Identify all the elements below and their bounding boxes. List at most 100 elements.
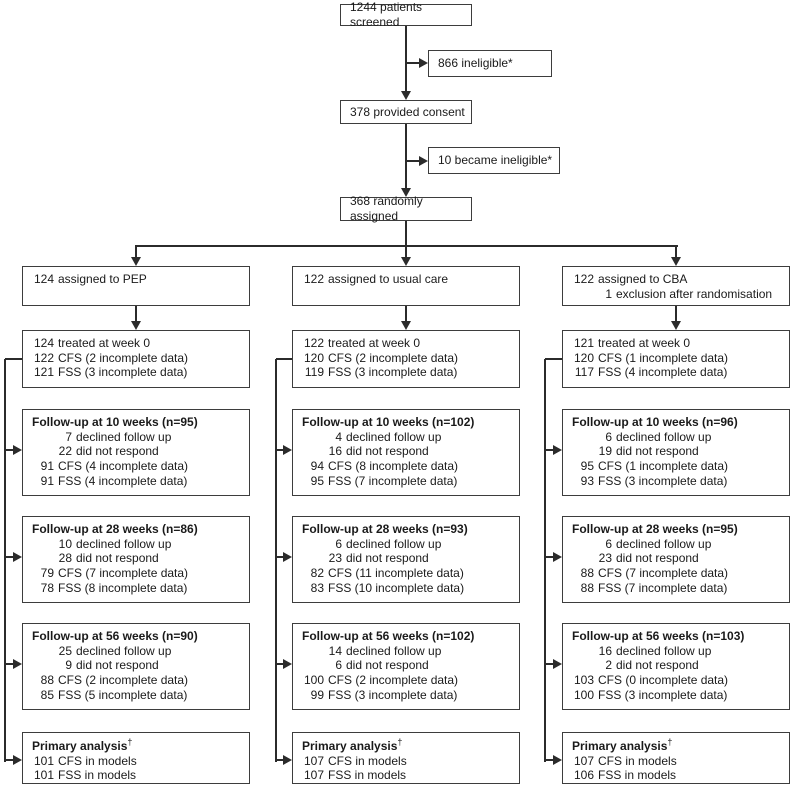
arrowhead-right [419, 58, 428, 68]
flow-line-vertical [405, 26, 407, 92]
line-label: declined follow up [616, 643, 712, 658]
line-label: FSS (4 incomplete data) [598, 365, 728, 380]
arrowhead-right [419, 156, 428, 166]
line-label: declined follow up [76, 643, 172, 658]
line-label: CFS (2 incomplete data) [58, 350, 189, 365]
line-count: 91 [40, 458, 54, 473]
flow-line-horizontal [406, 62, 421, 64]
box-title: Follow-up at 10 weeks (n=102) [302, 415, 475, 429]
line-count: 121 [33, 365, 54, 380]
flow-line-horizontal [545, 358, 562, 360]
line-label: CFS (1 incomplete data) [598, 350, 729, 365]
line-count: 79 [40, 565, 54, 580]
box-line: 85 FSS (5 incomplete data) [32, 688, 243, 703]
line-count: 100 [303, 672, 324, 687]
flow-line-horizontal [5, 449, 14, 451]
line-label: FSS (7 incomplete data) [598, 580, 728, 595]
box-line: 10 declined follow up [32, 537, 243, 552]
line-count: 95 [310, 473, 324, 488]
arrowhead-down [131, 257, 141, 266]
line-count: 88 [580, 565, 594, 580]
box-text: 368 randomly assigned [350, 194, 423, 223]
line-label: CFS (2 incomplete data) [58, 672, 189, 687]
box-line: 100 CFS (2 incomplete data) [302, 673, 513, 688]
line-label: FSS (5 incomplete data) [58, 687, 188, 702]
line-label: CFS in models [328, 753, 407, 768]
line-label: FSS (3 incomplete data) [328, 365, 458, 380]
box-title: Follow-up at 56 weeks (n=103) [572, 629, 745, 643]
line-label: did not respond [346, 658, 429, 673]
box-title: Follow-up at 28 weeks (n=86) [32, 522, 198, 536]
box-title: Follow-up at 28 weeks (n=95) [572, 522, 738, 536]
line-count: 103 [573, 672, 594, 687]
line-count: 122 [303, 336, 324, 350]
line-count: 124 [33, 272, 54, 286]
arrowhead-down [401, 257, 411, 266]
line-label: declined follow up [76, 536, 172, 551]
line-count: 7 [65, 429, 72, 444]
line-label: CFS (2 incomplete data) [328, 672, 459, 687]
line-count: 107 [303, 768, 324, 783]
line-label: CFS (7 incomplete data) [598, 565, 729, 580]
box-text: 1244 patients screened [350, 0, 423, 29]
arrowhead-right [13, 552, 22, 562]
line-count: 16 [598, 643, 612, 658]
box-title: Follow-up at 56 weeks (n=102) [302, 629, 475, 643]
box-line: 103 CFS (0 incomplete data) [572, 673, 783, 688]
line-count: 1 [605, 286, 612, 301]
line-count: 10 [58, 536, 72, 551]
line-label: FSS (3 incomplete data) [598, 473, 728, 488]
box-randomly-assigned: 368 randomly assigned [340, 194, 472, 223]
line-count: 121 [573, 336, 594, 350]
line-count: 94 [310, 458, 324, 473]
box-line: 95 FSS (7 incomplete data) [302, 474, 513, 489]
arrowhead-right [13, 445, 22, 455]
flow-line-horizontal [545, 759, 554, 761]
box-patients-screened: 1244 patients screened [340, 0, 472, 29]
arrowhead-right [13, 755, 22, 765]
line-count: 4 [335, 429, 342, 444]
arrowhead-right [553, 755, 562, 765]
line-label: did not respond [346, 444, 429, 459]
line-label: FSS (8 incomplete data) [58, 580, 188, 595]
line-count: 85 [40, 687, 54, 702]
line-count: 99 [310, 687, 324, 702]
flow-line-horizontal [276, 449, 284, 451]
arrowhead-right [283, 659, 292, 669]
box-title: Follow-up at 28 weeks (n=93) [302, 522, 468, 536]
line-label: CFS (4 incomplete data) [58, 458, 189, 473]
line-label: did not respond [76, 444, 159, 459]
box-title: Primary analysis† [302, 737, 403, 754]
line-label: declined follow up [616, 429, 712, 444]
line-count: 124 [33, 336, 54, 350]
dagger-footnote-mark: † [127, 737, 133, 747]
flow-line-horizontal [406, 160, 421, 162]
line-label: CFS (0 incomplete data) [598, 672, 729, 687]
line-count: 119 [304, 365, 324, 380]
line-label: FSS (7 incomplete data) [328, 473, 458, 488]
line-label: did not respond [616, 658, 699, 673]
